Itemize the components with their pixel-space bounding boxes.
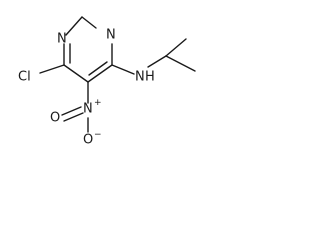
- bond-c4-nh: [111, 64, 135, 75]
- bond-ch-methyl-right: [165, 55, 196, 72]
- bond-nitro-n-o-left: [63, 112, 84, 122]
- atom-nitro-n: N: [83, 102, 93, 117]
- atom-n-ring-top: N: [57, 32, 67, 47]
- atom-amine-n: N: [135, 70, 145, 85]
- atom-chlorine: Cl: [18, 70, 31, 85]
- bond-c2-n3: [81, 16, 97, 29]
- pyrimidine-ring: [63, 16, 113, 83]
- atom-nitro-o-left: O: [50, 111, 60, 126]
- atom-nitro-o-bottom: O: [83, 133, 93, 148]
- bond-nitro-n-o-left-double: [61, 106, 82, 116]
- atom-labels: N N Cl N H N + O − O: [18, 28, 155, 148]
- bond-ch-methyl-top: [165, 38, 187, 57]
- bond-c5-c4-double: [88, 61, 108, 76]
- bond-c5-c4: [87, 64, 113, 83]
- atom-amine-h: H: [145, 70, 155, 85]
- bond-c2-n1: [65, 16, 83, 36]
- chemical-structure: N N Cl N H N + O − O: [18, 16, 196, 148]
- bond-c6-cl: [39, 64, 65, 74]
- atom-n-ring-right: N: [106, 28, 116, 43]
- bond-c6-c5: [63, 64, 89, 83]
- charge-nitro-n: +: [94, 98, 102, 108]
- substituent-bonds: [39, 38, 196, 133]
- charge-nitro-o-bottom: −: [94, 130, 102, 140]
- bond-nh-ch: [147, 55, 167, 68]
